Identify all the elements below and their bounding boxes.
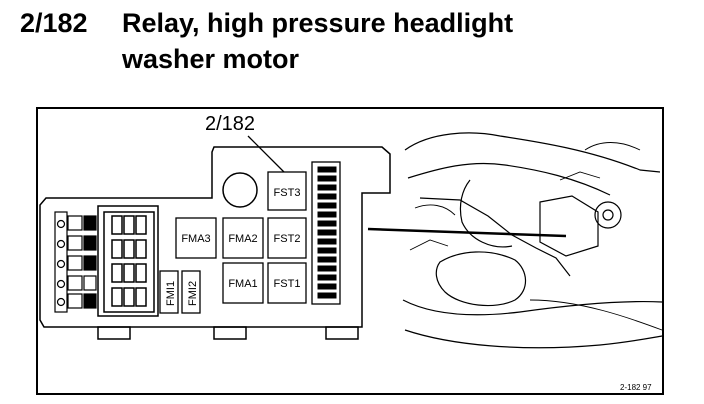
svg-text:FST2: FST2 <box>274 233 301 245</box>
mounting-tab <box>325 326 359 340</box>
relay-box <box>39 146 391 340</box>
mounting-tab <box>97 326 131 340</box>
location-pointer <box>367 227 567 238</box>
svg-text:FMA1: FMA1 <box>228 278 257 290</box>
relay-fma1: FMA1 <box>222 262 264 304</box>
callout-label: 2/182 <box>205 113 255 135</box>
fuse-strip <box>311 161 341 305</box>
component-id: 2/182 <box>20 8 88 38</box>
svg-text:FST3: FST3 <box>274 187 301 199</box>
relay-fma3: FMA3 <box>175 217 217 259</box>
svg-text:FMI1: FMI1 <box>165 281 177 306</box>
callout-leader <box>247 135 285 173</box>
relay-fma2: FMA2 <box>222 217 264 259</box>
relay-fmi2: FMI2 <box>181 270 201 314</box>
svg-text:FMA3: FMA3 <box>181 233 210 245</box>
page-title-line-1: Relay, high pressure headlight <box>122 8 514 38</box>
main-connector <box>97 205 159 317</box>
relay-fst2: FST2 <box>267 217 307 259</box>
diagram-frame <box>36 107 664 395</box>
engine-bay-illustration <box>402 132 663 349</box>
terminal-strip <box>54 211 97 313</box>
relay-fst1: FST1 <box>267 262 307 304</box>
page-title-line-2: washer motor <box>122 44 300 74</box>
relay-fst3: FST3 <box>267 171 307 211</box>
svg-text:FMI2: FMI2 <box>187 281 199 306</box>
svg-text:FST1: FST1 <box>274 278 301 290</box>
figure-reference: 2-182 97 <box>620 383 652 392</box>
relay-fmi1: FMI1 <box>159 270 179 314</box>
mounting-tab <box>213 326 247 340</box>
svg-text:FMA2: FMA2 <box>228 233 257 245</box>
grommet-circle <box>222 172 258 208</box>
